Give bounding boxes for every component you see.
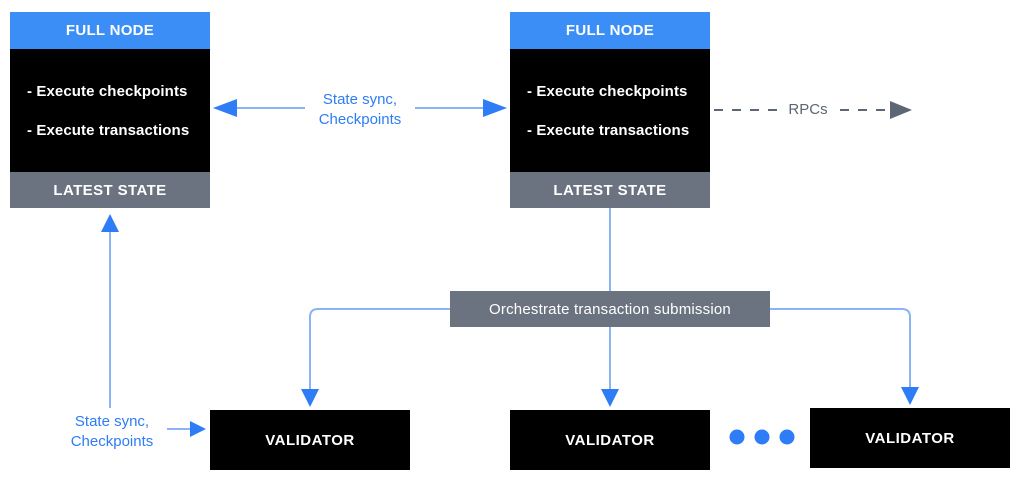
full-node-right-item-transactions: - Execute transactions	[527, 121, 690, 139]
validator1-side-arrowhead-icon	[190, 421, 206, 437]
state-sync-top-label-line2: Checkpoints	[318, 111, 402, 128]
full-node-left: FULL NODE - Execute checkpoints - Execut…	[10, 12, 210, 208]
orchestrate-to-validator1-elbow	[309, 308, 450, 392]
rpcs-arrowhead-icon	[890, 101, 912, 119]
validator1-arrowhead-icon	[301, 389, 319, 407]
full-node-right-title: FULL NODE	[510, 12, 710, 49]
full-node-left-footer: LATEST STATE	[10, 172, 210, 208]
ellipsis-dot-icon	[754, 429, 770, 445]
state-sync-bottom-label: State sync, Checkpoints	[57, 412, 167, 452]
full-node-left-body: - Execute checkpoints - Execute transact…	[10, 49, 210, 172]
state-sync-bottom-label-line2: Checkpoints	[70, 433, 154, 450]
fullnode-up-arrowhead-icon	[101, 214, 119, 232]
full-node-right: FULL NODE - Execute checkpoints - Execut…	[510, 12, 710, 208]
state-sync-top-label: State sync, Checkpoints	[305, 90, 415, 130]
full-node-right-footer: LATEST STATE	[510, 172, 710, 208]
full-node-right-item-checkpoints: - Execute checkpoints	[527, 82, 688, 100]
ellipsis-dot-icon	[779, 429, 795, 445]
state-sync-top-label-line1: State sync,	[322, 91, 398, 108]
full-node-left-title: FULL NODE	[10, 12, 210, 49]
full-node-left-item-checkpoints: - Execute checkpoints	[27, 82, 188, 100]
arrowhead-right-icon	[483, 99, 507, 117]
state-sync-bottom-label-line1: State sync,	[74, 413, 150, 430]
validator-box-1: VALIDATOR	[210, 410, 410, 470]
validator-box-2: VALIDATOR	[510, 410, 710, 470]
validator2-arrowhead-icon	[601, 389, 619, 407]
full-node-left-item-transactions: - Execute transactions	[27, 121, 190, 139]
full-node-right-body: - Execute checkpoints - Execute transact…	[510, 49, 710, 172]
rpcs-label: RPCs	[785, 100, 831, 120]
orchestrate-to-validator3-elbow	[770, 308, 911, 390]
orchestrate-box: Orchestrate transaction submission	[450, 291, 770, 327]
validator3-arrowhead-icon	[901, 387, 919, 405]
validator-box-3: VALIDATOR	[810, 408, 1010, 468]
ellipsis-dot-icon	[729, 429, 745, 445]
arrowhead-left-icon	[213, 99, 237, 117]
